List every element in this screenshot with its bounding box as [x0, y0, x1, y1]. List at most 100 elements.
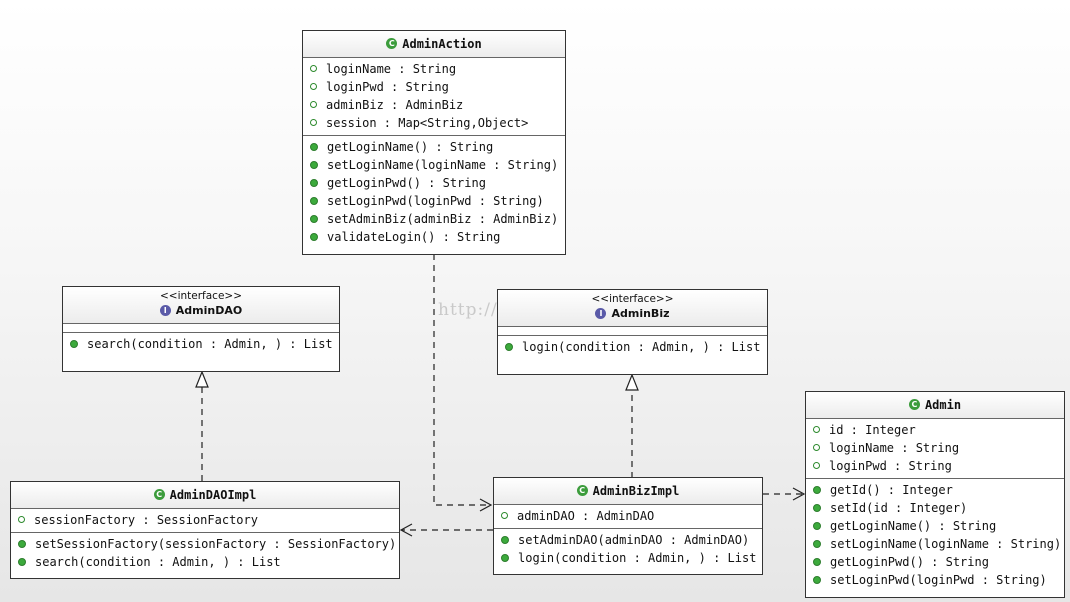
class-icon: C [386, 38, 398, 49]
class-title: C AdminBizImpl [576, 483, 680, 498]
public-visibility-icon [310, 142, 318, 151]
public-visibility-icon [501, 535, 509, 544]
package-visibility-icon [813, 426, 820, 433]
attribute-text: sessionFactory : SessionFactory [34, 512, 258, 527]
interface-header: <<interface>> I AdminDAO [63, 287, 339, 324]
interface-title: I AdminBiz [595, 307, 670, 320]
package-visibility-icon [310, 83, 317, 90]
interface-adminbiz[interactable]: <<interface>> I AdminBiz login(condition… [497, 289, 768, 375]
attribute-row[interactable]: sessionFactory : SessionFactory [11, 511, 399, 529]
public-visibility-icon [310, 160, 318, 169]
class-icon: C [908, 399, 920, 410]
class-icon: C [153, 489, 165, 500]
class-adminbizimpl[interactable]: C AdminBizImpl adminDAO : AdminDAO setAd… [493, 477, 763, 575]
interface-name: AdminDAO [175, 304, 243, 317]
stereotype-label: <<interface>> [159, 290, 243, 302]
operation-row[interactable]: setAdminBiz(adminBiz : AdminBiz) [303, 210, 565, 228]
open-arrowhead-adminbizimpl [479, 498, 493, 512]
operation-text: setId(id : Integer) [830, 500, 968, 515]
interface-icon: I [159, 305, 171, 316]
class-adminaction[interactable]: C AdminAction loginName : String loginPw… [302, 30, 566, 255]
operation-text: search(condition : Admin, ) : List [35, 554, 281, 569]
attributes-section: sessionFactory : SessionFactory [11, 509, 399, 532]
attributes-section [498, 327, 767, 335]
attributes-section: loginName : String loginPwd : String adm… [303, 58, 565, 135]
attribute-row[interactable]: adminDAO : AdminDAO [494, 507, 762, 525]
class-header: C AdminAction [303, 31, 565, 58]
interface-name: AdminBiz [611, 307, 670, 320]
package-visibility-icon [310, 65, 317, 72]
operation-text: login(condition : Admin, ) : List [518, 550, 757, 565]
operation-text: setLoginPwd(loginPwd : String) [327, 193, 544, 208]
open-arrowhead-admin [792, 487, 806, 501]
operation-row[interactable]: getId() : Integer [806, 481, 1064, 499]
operation-row[interactable]: validateLogin() : String [303, 228, 565, 246]
interface-admindao[interactable]: <<interface>> I AdminDAO search(conditio… [62, 286, 340, 372]
package-visibility-icon [813, 462, 820, 469]
class-title: C Admin [908, 398, 961, 412]
operation-row[interactable]: getLoginName() : String [303, 138, 565, 156]
operation-row[interactable]: setLoginPwd(loginPwd : String) [303, 192, 565, 210]
attribute-row[interactable]: loginPwd : String [303, 78, 565, 96]
open-arrowhead-admindaoimpl [399, 523, 413, 537]
class-admindaoimpl[interactable]: C AdminDAOImpl sessionFactory : SessionF… [10, 481, 400, 579]
operations-section: setAdminDAO(adminDAO : AdminDAO) login(c… [494, 527, 762, 570]
class-admin[interactable]: C Admin id : Integer loginName : String … [805, 391, 1065, 598]
operation-row[interactable]: setLoginPwd(loginPwd : String) [806, 571, 1064, 589]
attribute-text: adminDAO : AdminDAO [517, 508, 655, 523]
operation-row[interactable]: getLoginName() : String [806, 517, 1064, 535]
operations-section: getId() : Integer setId(id : Integer) ge… [806, 477, 1064, 592]
attribute-row[interactable]: loginPwd : String [806, 457, 1064, 475]
realization-triangle-adminbiz [625, 373, 639, 391]
public-visibility-icon [505, 343, 513, 351]
public-visibility-icon [813, 485, 821, 494]
class-name: AdminBizImpl [592, 483, 680, 498]
dependency-adminaction-to-adminbizimpl [433, 254, 490, 506]
operation-text: setAdminBiz(adminBiz : AdminBiz) [327, 211, 559, 226]
public-visibility-icon [310, 178, 318, 187]
attribute-row[interactable]: id : Integer [806, 421, 1064, 439]
operation-text: setLoginName(loginName : String) [327, 157, 559, 172]
operation-row[interactable]: getLoginPwd() : String [806, 553, 1064, 571]
public-visibility-icon [813, 521, 821, 530]
interface-icon: I [595, 308, 607, 319]
stereotype-label: <<interface>> [591, 293, 674, 305]
interface-title: I AdminDAO [159, 304, 243, 317]
operation-row[interactable]: login(condition : Admin, ) : List [498, 338, 767, 356]
operation-row[interactable]: setId(id : Integer) [806, 499, 1064, 517]
attribute-row[interactable]: loginName : String [806, 439, 1064, 457]
operation-row[interactable]: getLoginPwd() : String [303, 174, 565, 192]
attribute-row[interactable]: loginName : String [303, 60, 565, 78]
public-visibility-icon [310, 214, 318, 223]
public-visibility-icon [813, 539, 821, 548]
attribute-text: session : Map<String,Object> [326, 115, 529, 130]
operation-row[interactable]: setLoginName(loginName : String) [806, 535, 1064, 553]
public-visibility-icon [18, 557, 26, 566]
operation-row[interactable]: search(condition : Admin, ) : List [63, 335, 339, 353]
attributes-section: id : Integer loginName : String loginPwd… [806, 419, 1064, 478]
attribute-row[interactable]: adminBiz : AdminBiz [303, 96, 565, 114]
public-visibility-icon [18, 539, 26, 548]
operation-text: validateLogin() : String [327, 229, 501, 244]
operation-text: getId() : Integer [830, 482, 953, 497]
operations-section: getLoginName() : String setLoginName(log… [303, 134, 565, 249]
class-title: C AdminAction [386, 37, 482, 51]
operation-row[interactable]: setLoginName(loginName : String) [303, 156, 565, 174]
operation-text: setLoginPwd(loginPwd : String) [830, 572, 1047, 587]
operation-text: setLoginName(loginName : String) [830, 536, 1062, 551]
attributes-section: adminDAO : AdminDAO [494, 505, 762, 528]
attribute-row[interactable]: session : Map<String,Object> [303, 114, 565, 132]
attribute-text: loginName : String [829, 440, 960, 455]
operation-row[interactable]: search(condition : Admin, ) : List [11, 553, 399, 571]
operation-row[interactable]: login(condition : Admin, ) : List [494, 549, 762, 567]
operation-text: login(condition : Admin, ) : List [522, 340, 761, 354]
package-visibility-icon [501, 512, 508, 519]
operation-row[interactable]: setSessionFactory(sessionFactory : Sessi… [11, 535, 399, 553]
operation-text: setAdminDAO(adminDAO : AdminDAO) [518, 532, 750, 547]
class-header: C AdminBizImpl [494, 478, 762, 505]
operation-text: getLoginName() : String [830, 518, 997, 533]
operation-text: getLoginPwd() : String [327, 175, 486, 190]
attribute-text: loginPwd : String [829, 458, 952, 473]
operation-row[interactable]: setAdminDAO(adminDAO : AdminDAO) [494, 531, 762, 549]
public-visibility-icon [813, 503, 821, 512]
